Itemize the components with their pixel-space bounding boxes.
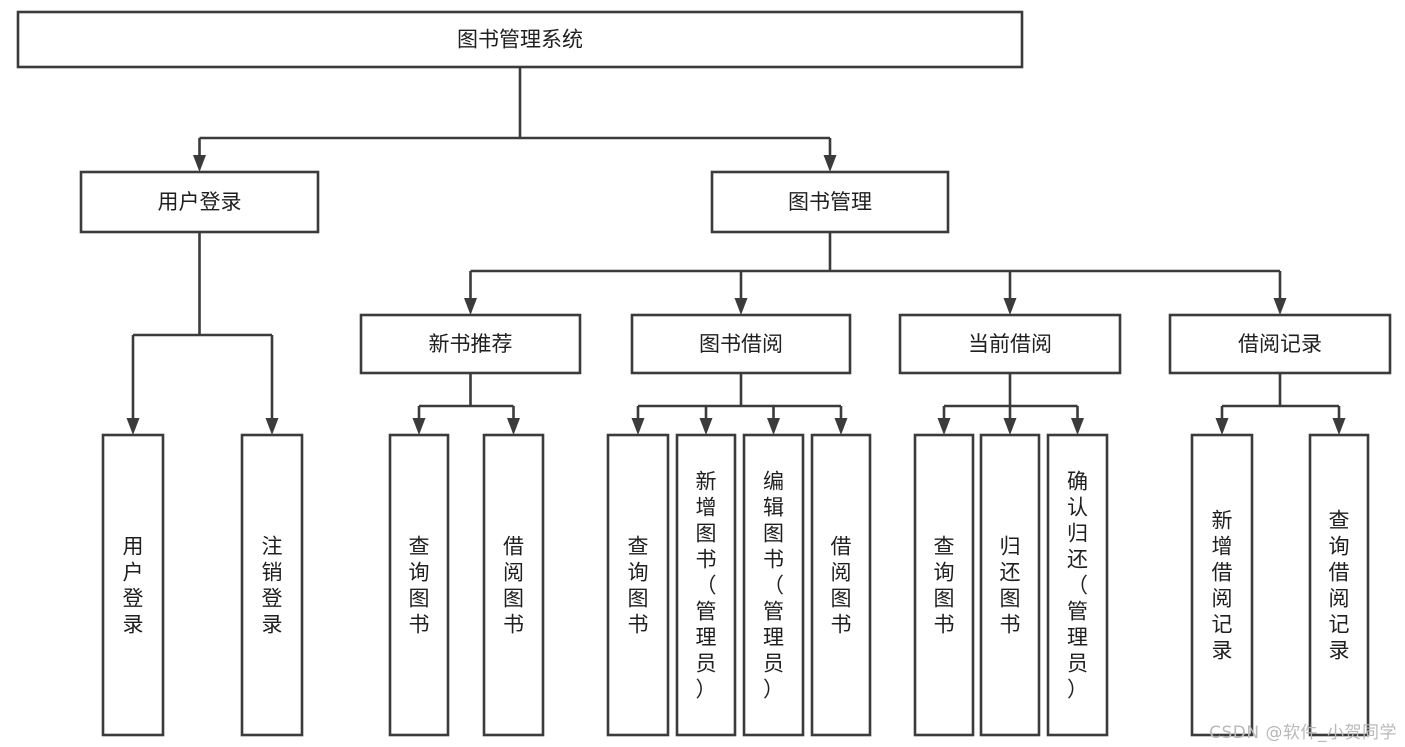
node-box-user-login: [79, 170, 320, 234]
node-label-book-management: 图书管理: [788, 190, 872, 214]
node-label-leaf-edit-book-admin: 编辑图书（管理员）: [763, 469, 784, 701]
conn-newbook-to-leaves: [412, 373, 520, 435]
node-label-leaf-borrow-book-newbook: 借阅图书: [503, 534, 524, 636]
node-leaf-user-logout[interactable]: 注销登录: [240, 433, 304, 737]
node-leaf-user-login[interactable]: 用户登录: [101, 433, 165, 737]
arrow-head-icon: [1215, 418, 1229, 435]
arrow-head-icon: [1003, 418, 1017, 435]
node-box-book-management: [710, 170, 950, 234]
conn-currentborrow-to-leaves: [937, 373, 1084, 435]
node-leaf-return-book[interactable]: 归还图书: [979, 433, 1041, 737]
connector-layer: [126, 67, 1346, 435]
node-box-leaf-query-borrow-record: [1308, 433, 1370, 737]
node-box-leaf-user-logout: [240, 433, 304, 737]
node-leaf-query-book-current[interactable]: 查询图书: [913, 433, 975, 737]
node-box-leaf-query-book-borrow: [606, 433, 670, 737]
node-label-leaf-query-book-newbook: 查询图书: [409, 534, 430, 636]
node-box-leaf-edit-book-admin: [742, 433, 805, 737]
node-borrow-record[interactable]: 借阅记录: [1168, 313, 1392, 375]
arrow-head-icon: [464, 298, 477, 315]
node-box-current-borrow: [898, 313, 1122, 375]
arrow-head-icon: [193, 155, 206, 172]
arrow-head-icon: [834, 418, 848, 435]
arrow-head-icon: [412, 418, 426, 435]
node-box-leaf-query-book-newbook: [388, 433, 450, 737]
watermark-credit: CSDN @软件_小贺同学: [1209, 723, 1397, 743]
node-box-leaf-borrow-book: [810, 433, 872, 737]
arrow-head-icon: [823, 155, 837, 172]
node-label-new-book-recommend: 新书推荐: [429, 332, 513, 356]
conn-bookmgmt-to-level2: [464, 232, 1287, 315]
node-current-borrow[interactable]: 当前借阅: [898, 313, 1122, 375]
node-box-leaf-borrow-book-newbook: [482, 433, 545, 737]
arrow-head-icon: [1003, 298, 1017, 315]
node-book-management[interactable]: 图书管理: [710, 170, 950, 234]
arrow-head-icon: [734, 298, 748, 315]
node-leaf-confirm-return-admin[interactable]: 确认归还（管理员）: [1046, 433, 1109, 737]
node-label-leaf-user-logout: 注销登录: [262, 534, 283, 636]
node-box-leaf-return-book: [979, 433, 1041, 737]
node-root[interactable]: 图书管理系统: [16, 10, 1024, 69]
node-label-leaf-query-borrow-record: 查询借阅记录: [1329, 508, 1350, 662]
node-leaf-borrow-book-newbook[interactable]: 借阅图书: [482, 433, 545, 737]
node-user-login[interactable]: 用户登录: [79, 170, 320, 234]
node-leaf-add-borrow-record[interactable]: 新增借阅记录: [1190, 433, 1254, 737]
node-box-book-borrow: [630, 313, 852, 375]
node-box-new-book-recommend: [359, 313, 582, 375]
node-label-borrow-record: 借阅记录: [1238, 332, 1322, 356]
node-box-leaf-add-borrow-record: [1190, 433, 1254, 737]
node-label-leaf-confirm-return-admin: 确认归还（管理员）: [1067, 469, 1088, 701]
node-box-borrow-record: [1168, 313, 1392, 375]
node-new-book-recommend[interactable]: 新书推荐: [359, 313, 582, 375]
node-label-current-borrow: 当前借阅: [968, 332, 1052, 356]
arrow-head-icon: [265, 418, 279, 435]
node-label-root: 图书管理系统: [457, 28, 583, 52]
node-label-leaf-borrow-book: 借阅图书: [831, 534, 852, 636]
node-layer: 图书管理系统用户登录图书管理新书推荐图书借阅当前借阅借阅记录用户登录注销登录查询…: [16, 10, 1392, 737]
arrow-head-icon: [1273, 298, 1287, 315]
node-box-leaf-add-book-admin: [675, 433, 737, 737]
node-box-leaf-confirm-return-admin: [1046, 433, 1109, 737]
node-leaf-query-book-newbook[interactable]: 查询图书: [388, 433, 450, 737]
node-label-leaf-user-login: 用户登录: [123, 534, 144, 636]
arrow-head-icon: [631, 418, 645, 435]
node-label-user-login: 用户登录: [158, 190, 242, 214]
arrow-head-icon: [699, 418, 713, 435]
conn-userlogin-to-leaves: [126, 232, 279, 435]
node-label-book-borrow: 图书借阅: [699, 332, 783, 356]
node-leaf-edit-book-admin[interactable]: 编辑图书（管理员）: [742, 433, 805, 737]
node-box-root: [16, 10, 1024, 69]
node-leaf-borrow-book[interactable]: 借阅图书: [810, 433, 872, 737]
arrow-head-icon: [937, 418, 951, 435]
node-label-leaf-query-book-current: 查询图书: [934, 534, 955, 636]
conn-borrowrecord-to-leaves: [1215, 373, 1346, 435]
node-label-leaf-add-borrow-record: 新增借阅记录: [1212, 508, 1233, 662]
node-label-leaf-add-book-admin: 新增图书（管理员）: [696, 469, 717, 701]
arrow-head-icon: [767, 418, 780, 435]
node-label-leaf-query-book-borrow: 查询图书: [628, 534, 649, 636]
arrow-head-icon: [1071, 418, 1084, 435]
node-leaf-query-book-borrow[interactable]: 查询图书: [606, 433, 670, 737]
node-box-leaf-query-book-current: [913, 433, 975, 737]
node-book-borrow[interactable]: 图书借阅: [630, 313, 852, 375]
arrow-head-icon: [507, 418, 520, 435]
node-leaf-add-book-admin[interactable]: 新增图书（管理员）: [675, 433, 737, 737]
arrow-head-icon: [1332, 418, 1346, 435]
node-box-leaf-user-login: [101, 433, 165, 737]
conn-root-to-level1: [193, 67, 837, 172]
conn-bookborrow-to-leaves: [631, 373, 848, 435]
node-leaf-query-borrow-record[interactable]: 查询借阅记录: [1308, 433, 1370, 737]
node-label-leaf-return-book: 归还图书: [1000, 534, 1021, 636]
arrow-head-icon: [126, 418, 140, 435]
